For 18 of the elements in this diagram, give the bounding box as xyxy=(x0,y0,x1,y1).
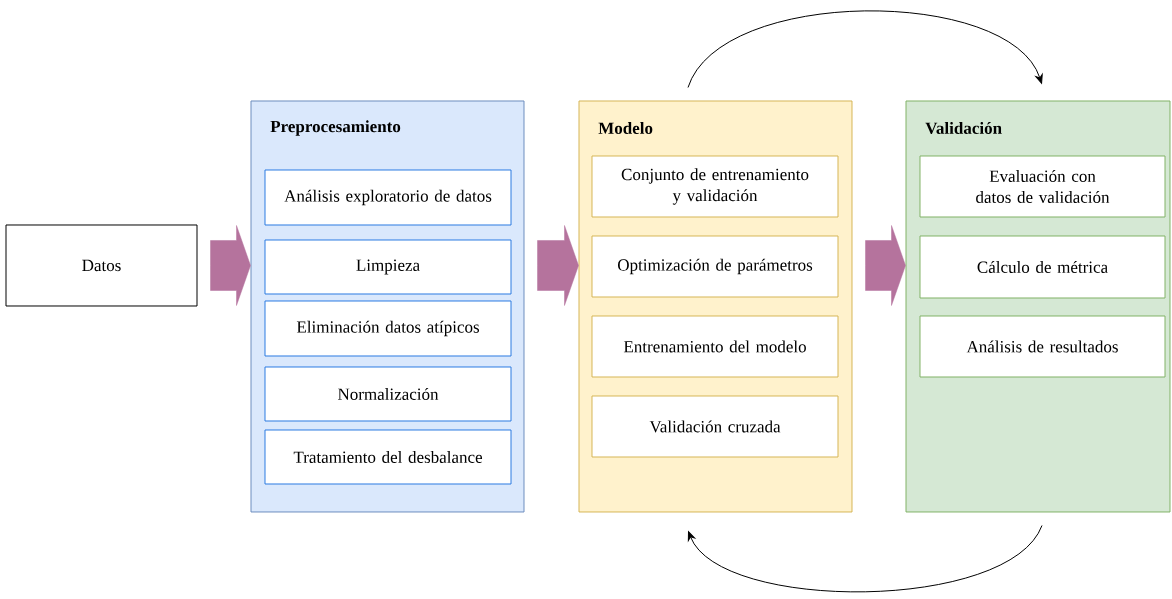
step-box: Limpieza xyxy=(264,239,512,295)
step-box: Evaluación con datos de validación xyxy=(919,155,1166,218)
step-box: Conjunto de entrenamiento y validación xyxy=(591,155,839,218)
step-box: Análisis exploratorio de datos xyxy=(264,169,512,226)
step-box: Optimización de parámetros xyxy=(591,235,839,298)
block-arrow xyxy=(210,225,251,306)
curved-arrow xyxy=(687,525,1043,593)
step-box: Eliminación datos atípicos xyxy=(264,300,512,357)
step-box: Cálculo de métrica xyxy=(919,235,1166,299)
step-box: Entrenamiento del modelo xyxy=(591,315,839,378)
step-box: Tratamiento del desbalance xyxy=(264,429,512,485)
block-arrow xyxy=(537,225,579,306)
step-box: Validación cruzada xyxy=(591,395,839,458)
process-box: Datos xyxy=(5,224,198,307)
step-box: Análisis de resultados xyxy=(919,315,1166,378)
step-box: Normalización xyxy=(264,366,512,422)
curved-arrow xyxy=(687,10,1043,88)
block-arrow xyxy=(865,225,906,306)
